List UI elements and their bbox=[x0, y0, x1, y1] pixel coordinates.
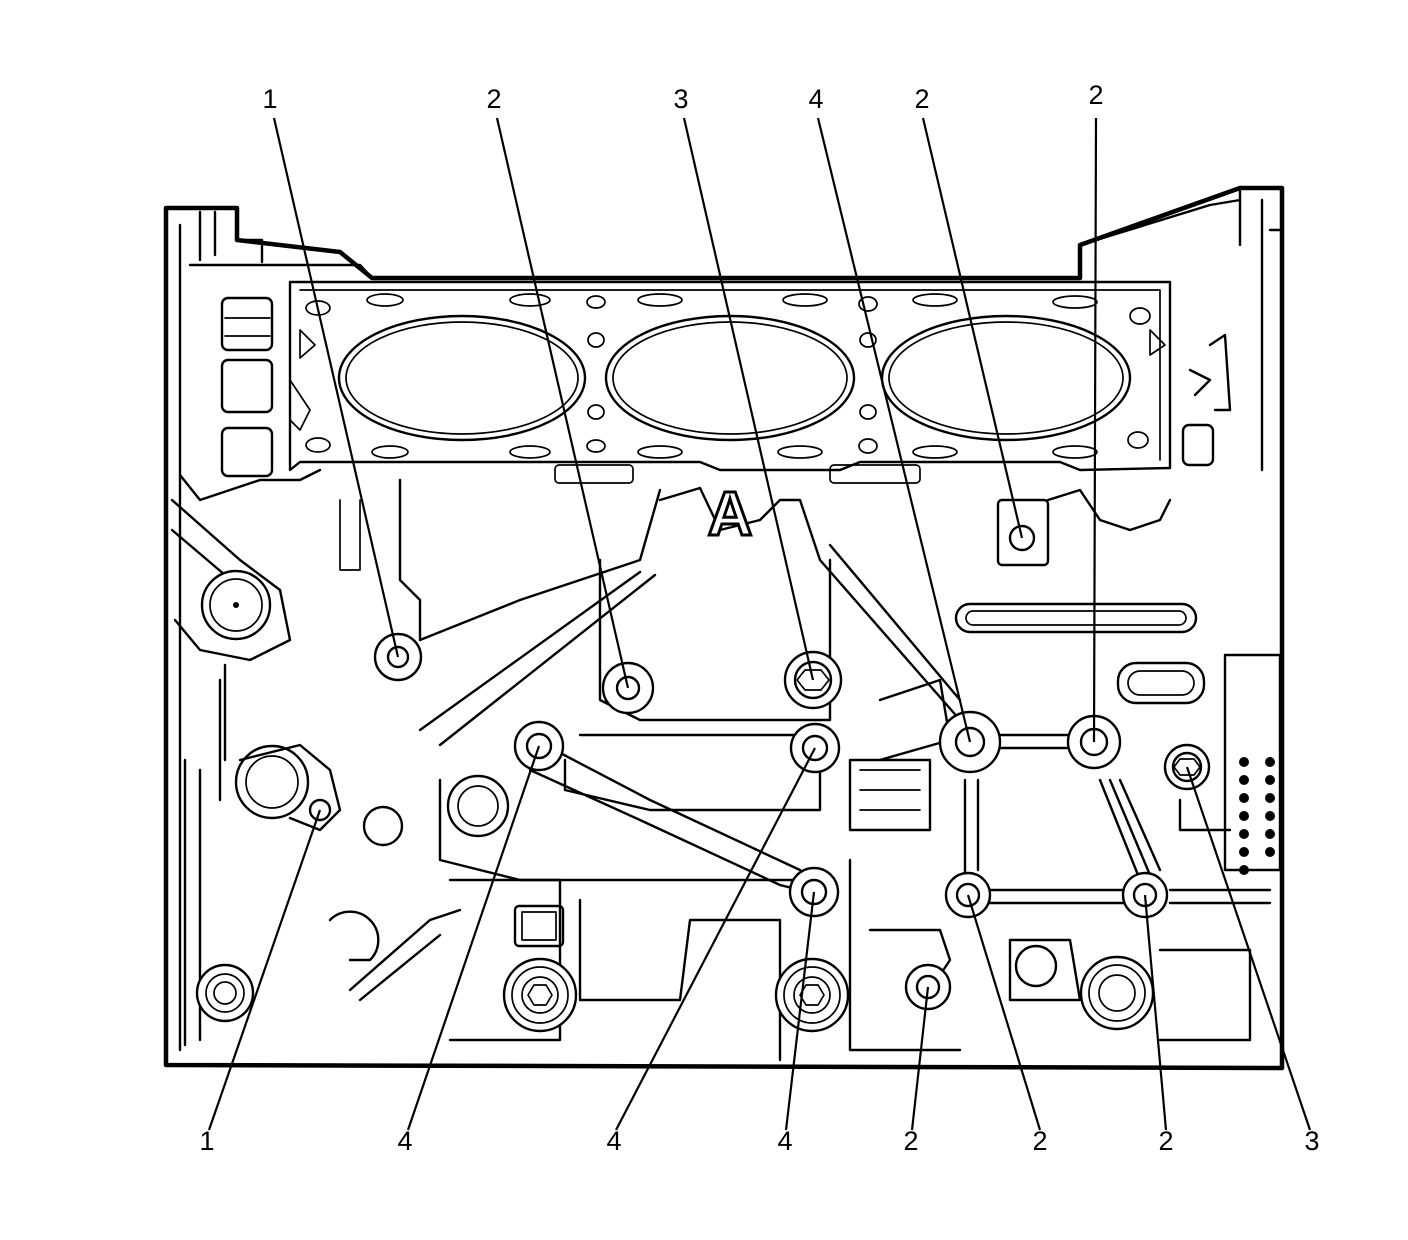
callout-top-5: 2 bbox=[914, 84, 929, 114]
dot-array bbox=[1239, 757, 1275, 875]
deck-surface bbox=[288, 280, 1172, 484]
callout-bottom-2: 4 bbox=[397, 1126, 412, 1156]
callout-bottom-3: 4 bbox=[606, 1126, 621, 1156]
block-outline bbox=[163, 185, 1285, 1071]
right-side-features bbox=[848, 333, 1282, 1042]
callout-top-3: 3 bbox=[673, 84, 688, 114]
cylinder-bore-3 bbox=[880, 314, 1132, 442]
cast-mark-a: A bbox=[708, 480, 753, 549]
center-ribs bbox=[339, 478, 962, 1062]
callout-top-2: 2 bbox=[486, 84, 501, 114]
callout-bottom-6: 2 bbox=[1032, 1126, 1047, 1156]
cylinder-bore-1 bbox=[337, 314, 587, 442]
callout-bottom-4: 4 bbox=[777, 1126, 792, 1156]
left-side-features bbox=[170, 296, 462, 1047]
callout-bottom-1: 1 bbox=[199, 1126, 214, 1156]
callout-top-4: 4 bbox=[808, 84, 823, 114]
cylinder-bore-2 bbox=[604, 314, 856, 442]
callout-bottom-8: 3 bbox=[1304, 1126, 1319, 1156]
callout-top-6: 2 bbox=[1088, 80, 1103, 110]
callout-top-1: 1 bbox=[262, 84, 277, 114]
leader-lines bbox=[207, 117, 1312, 1131]
callout-bottom-5: 2 bbox=[903, 1126, 918, 1156]
callout-bottom-7: 2 bbox=[1158, 1126, 1173, 1156]
callout-labels: 1 2 3 4 2 2 1 4 4 4 2 2 2 3 bbox=[199, 80, 1319, 1156]
oil-gallery-slot bbox=[954, 602, 1198, 634]
